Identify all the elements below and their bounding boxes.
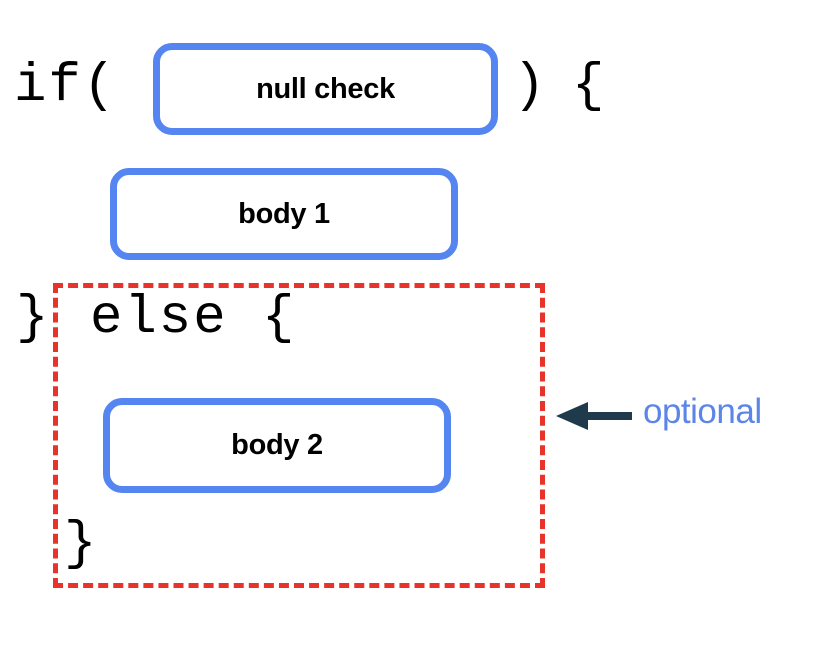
- box-body-2[interactable]: body 2: [103, 398, 451, 493]
- code-open-brace: {: [572, 56, 605, 117]
- code-close-brace-outer: }: [16, 288, 49, 349]
- code-close-brace-inner: }: [64, 514, 97, 575]
- box-null-check[interactable]: null check: [153, 43, 498, 135]
- box-body-2-label: body 2: [231, 429, 323, 461]
- box-body-1-label: body 1: [238, 197, 330, 230]
- code-else-open: else {: [90, 288, 297, 349]
- code-close-paren: ): [513, 56, 548, 117]
- box-null-check-label: null check: [256, 72, 395, 105]
- annotation-label-optional: optional: [643, 392, 762, 431]
- left-arrow-icon: [556, 402, 632, 430]
- code-if-open: if(: [14, 56, 118, 117]
- box-body-1[interactable]: body 1: [110, 168, 458, 260]
